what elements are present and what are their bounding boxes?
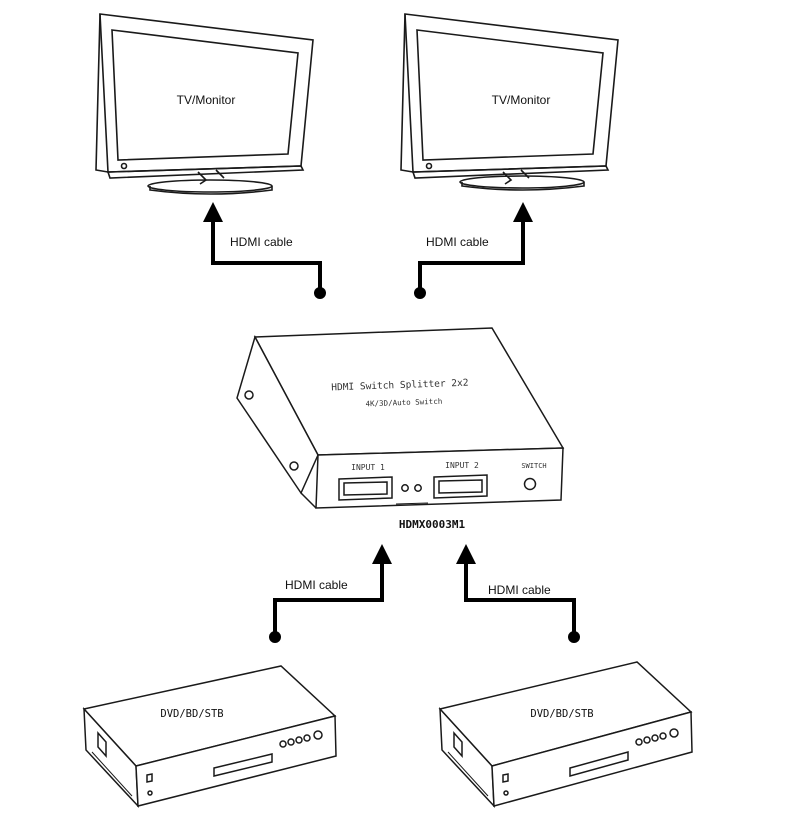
tv-monitor-right: TV/Monitor [400, 13, 619, 191]
device-model-label: HDMX0003M1 [399, 518, 466, 531]
switch-button-label: SWITCH [521, 462, 546, 470]
led-2 [414, 484, 422, 492]
cable-top-left: HDMI cable [203, 202, 326, 299]
player-left-label: DVD/BD/STB [160, 708, 223, 720]
switch-button: SWITCH [521, 462, 547, 491]
led-1 [401, 484, 409, 492]
player-left: DVD/BD/STB [82, 665, 337, 809]
hdmi-switch-splitter: HDMI Switch Splitter 2x2 4K/3D/Auto Swit… [236, 327, 565, 509]
cable-bottom-left: HDMI cable [269, 544, 392, 643]
cable-bottom-right: HDMI cable [456, 544, 580, 643]
player-right-label: DVD/BD/STB [530, 708, 593, 720]
input-port-2: INPUT 2 [433, 461, 488, 499]
tv-monitor-right-label: TV/Monitor [492, 93, 551, 107]
tv-monitor-left: TV/Monitor [95, 13, 314, 195]
cable-bottom-right-label: HDMI cable [488, 583, 551, 597]
cable-top-right: HDMI cable [414, 202, 533, 299]
tv-monitor-left-label: TV/Monitor [177, 93, 236, 107]
cable-top-right-label: HDMI cable [426, 235, 489, 249]
cable-bottom-left-label: HDMI cable [285, 578, 348, 592]
input-port-1-label: INPUT 1 [351, 463, 385, 472]
player-right: DVD/BD/STB [438, 661, 693, 809]
cable-top-left-label: HDMI cable [230, 235, 293, 249]
device-title: HDMI Switch Splitter 2x2 [331, 378, 469, 394]
device-subtitle: 4K/3D/Auto Switch [365, 397, 442, 409]
input-port-2-label: INPUT 2 [445, 461, 479, 470]
input-port-1: INPUT 1 [338, 463, 393, 501]
